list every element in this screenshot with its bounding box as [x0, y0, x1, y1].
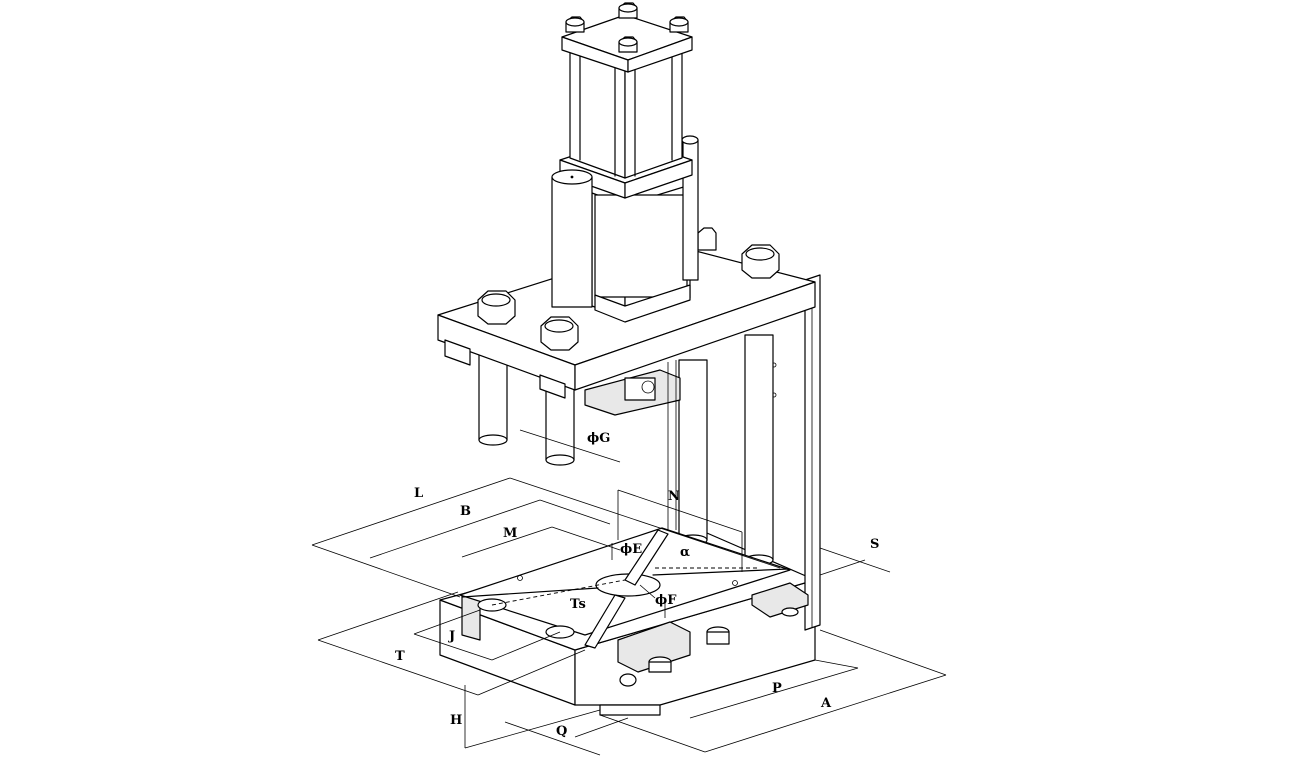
label-b: B: [460, 504, 471, 519]
top-plate-nuts: [477, 227, 780, 351]
nut-icon: [697, 227, 717, 251]
label-phi-e: ϕE: [620, 542, 642, 557]
back-column: [771, 274, 821, 631]
cylinder-assembly: [551, 14, 699, 323]
label-s: S: [870, 537, 879, 552]
label-phi-g: ϕG: [587, 431, 610, 446]
label-p: P: [772, 681, 782, 696]
dimension-labels: ϕG L B M N ϕE α S Ts ϕF J T P A H Q: [395, 431, 879, 739]
label-m: M: [503, 526, 517, 541]
nut-icon: [669, 16, 689, 33]
base-clamps: [617, 582, 809, 687]
label-t: T: [395, 649, 405, 664]
label-h: H: [450, 713, 462, 728]
nut-icon: [540, 316, 579, 351]
label-a: A: [820, 696, 832, 711]
label-l: L: [414, 486, 423, 501]
dimension-lines: [311, 429, 947, 756]
label-alpha: α: [680, 545, 690, 560]
nut-icon: [618, 2, 638, 19]
nut-icon: [477, 290, 516, 325]
ram-bracket: [584, 360, 681, 530]
cutting-fixture: [459, 527, 791, 649]
label-q: Q: [556, 724, 567, 739]
cap-nuts: [565, 2, 689, 53]
label-phi-f: ϕF: [655, 593, 677, 608]
label-j: J: [448, 629, 455, 644]
nut-icon: [741, 244, 780, 279]
nut-icon: [618, 36, 638, 53]
nut-icon: [565, 16, 585, 33]
label-ts: Ts: [570, 597, 586, 612]
label-n: N: [668, 489, 680, 504]
